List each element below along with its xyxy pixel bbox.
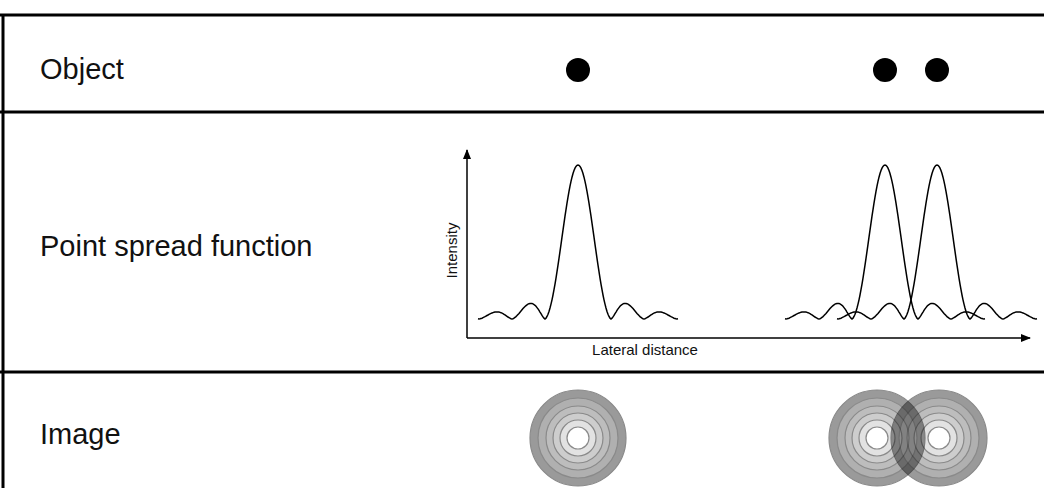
- image-rings: [530, 390, 987, 486]
- axis-label: Lateral distance: [592, 342, 698, 357]
- psf-curve: [837, 165, 1037, 319]
- ring: [907, 406, 971, 470]
- axes: [467, 150, 1030, 338]
- ring: [538, 398, 618, 478]
- ring: [921, 420, 957, 456]
- ring: [560, 420, 596, 456]
- row-label: Point spread function: [40, 232, 312, 261]
- axis-label: Intensity: [445, 222, 460, 278]
- ring: [866, 427, 888, 449]
- airy-rings: [530, 390, 626, 486]
- row-label: Object: [40, 55, 124, 84]
- psf-curves: [478, 165, 1037, 319]
- object-dots: [566, 58, 949, 82]
- ring: [530, 390, 626, 486]
- airy-rings: [891, 390, 987, 486]
- psf-curve: [785, 165, 985, 319]
- row-label: Image: [40, 420, 121, 449]
- ring: [899, 398, 979, 478]
- ring: [859, 420, 895, 456]
- ring: [546, 406, 610, 470]
- table-lines: [0, 15, 1044, 488]
- ring: [553, 413, 603, 463]
- ring: [928, 427, 950, 449]
- psf-curve: [478, 165, 678, 319]
- ring: [891, 390, 987, 486]
- ring: [914, 413, 964, 463]
- ring: [567, 427, 589, 449]
